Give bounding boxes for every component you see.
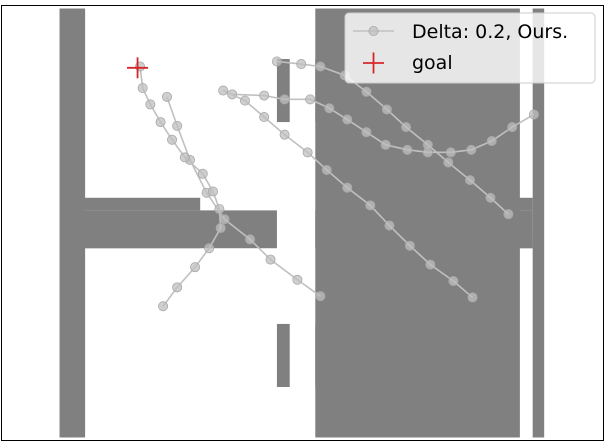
trajectory-point-1-6: [402, 144, 413, 155]
trajectory-point-1-12: [279, 94, 290, 105]
trajectory-point-4-2: [465, 175, 476, 186]
trajectory-point-1-1: [507, 122, 518, 133]
trajectory-point-3-10: [259, 112, 270, 123]
trajectory-point-2-2: [190, 262, 201, 273]
trajectory-point-1-7: [380, 139, 391, 150]
trajectory-point-0-2: [265, 254, 276, 265]
trajectory-point-0-3: [245, 234, 256, 245]
trajectory-point-4-4: [422, 139, 433, 150]
trajectory-point-4-9: [315, 61, 326, 72]
legend-box: [344, 12, 596, 84]
legend-label-trajectory: Delta: 0.2, Ours.: [412, 21, 568, 43]
trajectory-point-2-8: [179, 152, 190, 163]
trajectory-point-2-7: [197, 168, 208, 179]
maze-wall-13: [315, 323, 329, 388]
trajectory-point-4-1: [485, 192, 496, 203]
trajectory-point-3-0: [467, 292, 478, 303]
trajectory-point-4-0: [503, 209, 514, 220]
trajectory-point-4-3: [443, 157, 454, 168]
trajectory-point-3-9: [279, 129, 290, 140]
trajectory-point-2-5: [214, 204, 225, 215]
trajectory-point-1-9: [342, 114, 353, 125]
trajectory-point-3-8: [302, 147, 313, 158]
trajectory-point-3-5: [365, 200, 376, 211]
trajectory-point-1-3: [466, 144, 477, 155]
trajectory-point-2-0: [158, 301, 169, 312]
trajectory-point-4-10: [296, 59, 307, 70]
trajectory-point-3-1: [448, 276, 459, 287]
trajectory-point-2-4: [215, 223, 226, 234]
trajectory-point-1-10: [324, 103, 335, 114]
trajectory-point-2-11: [145, 99, 156, 110]
trajectory-point-4-7: [361, 86, 372, 97]
maze-wall-12: [276, 323, 290, 388]
trajectory-point-0-4: [219, 214, 230, 225]
trajectory-point-2-3: [204, 243, 215, 254]
trajectory-point-1-0: [528, 109, 539, 120]
maze-wall-14: [72, 197, 201, 211]
legend-marker-sample: [368, 25, 379, 36]
goal-plus-icon: [127, 57, 149, 79]
trajectory-point-3-4: [384, 220, 395, 231]
trajectory-point-0-1: [292, 274, 303, 285]
maze-wall-16: [404, 197, 533, 211]
maze-wall-5: [532, 8, 545, 438]
legend-goal-plus-icon: [363, 52, 384, 74]
trajectory-point-1-2: [486, 135, 497, 146]
maze-wall-17: [404, 235, 533, 249]
trajectory-lines: [135, 56, 539, 312]
trajectory-point-3-12: [218, 85, 229, 96]
legend-label-goal: goal: [412, 52, 453, 74]
trajectory-point-2-10: [155, 117, 166, 128]
trajectory-point-3-6: [342, 182, 353, 193]
trajectory-point-2-9: [167, 134, 178, 145]
trajectory-point-1-11: [305, 94, 316, 105]
trajectory-point-1-4: [445, 147, 456, 158]
maze-wall-10: [276, 58, 290, 123]
trajectory-point-2-1: [172, 282, 183, 293]
trajectory-point-4-11: [271, 56, 282, 67]
trajectory-point-3-7: [321, 165, 332, 176]
goal-marker-group: [127, 57, 149, 79]
maze-wall-15: [72, 235, 201, 249]
trajectory-point-3-3: [404, 240, 415, 251]
legend: Delta: 0.2, Ours. goal: [344, 12, 596, 84]
trajectory-point-4-5: [401, 122, 412, 133]
trajectory-point-0-0: [315, 291, 326, 302]
trajectory-point-0-7: [172, 120, 183, 131]
trajectory-point-0-8: [161, 91, 172, 102]
trajectory-point-3-2: [425, 259, 436, 270]
trajectory-point-2-6: [207, 186, 218, 197]
trajectory-point-1-13: [259, 90, 270, 101]
trajectory-point-4-6: [381, 104, 392, 115]
trajectory-point-3-11: [239, 95, 250, 106]
trajectory-point-2-12: [137, 83, 148, 94]
trajectory-point-1-8: [361, 127, 372, 138]
